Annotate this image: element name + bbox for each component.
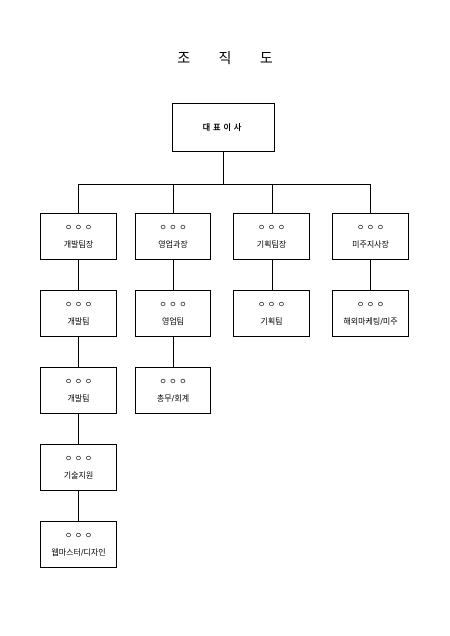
box-label: 기획팀 [260, 317, 283, 326]
name-placeholder-circles: ㅇ ㅇ ㅇ [159, 223, 187, 232]
box-label: 미주지사장 [352, 240, 389, 249]
title-char-3: 도 [259, 51, 273, 67]
name-placeholder-circles: ㅇ ㅇ ㅇ [64, 454, 93, 463]
chart-title: 조 직 도 [0, 48, 450, 68]
box-sales-manager: ㅇ ㅇ ㅇ 영업과장 [135, 213, 211, 260]
name-placeholder-circles: ㅇ ㅇ ㅇ [257, 223, 286, 232]
box-tech-support: ㅇ ㅇ ㅇ 기술지원 [40, 444, 117, 491]
box-label: 영업팀 [161, 317, 185, 326]
name-placeholder-circles: ㅇ ㅇ ㅇ [159, 377, 187, 386]
box-us-branch-head: ㅇ ㅇ ㅇ 미주지사장 [332, 213, 409, 260]
ceo-box: 대표이사 [172, 103, 275, 152]
box-planning-team: ㅇ ㅇ ㅇ 기획팀 [233, 290, 310, 337]
name-placeholder-circles: ㅇ ㅇ ㅇ [64, 531, 93, 540]
box-label: 영업과장 [158, 240, 188, 249]
box-admin-accounting: ㅇ ㅇ ㅇ 총무/회계 [135, 367, 211, 414]
name-placeholder-circles: ㅇ ㅇ ㅇ [64, 377, 93, 386]
box-label: 개발팀 [67, 394, 90, 403]
name-placeholder-circles: ㅇ ㅇ ㅇ [257, 300, 286, 309]
title-char-2: 직 [218, 51, 232, 67]
connector-horizontal-bus [78, 184, 370, 185]
connector-col1-2 [78, 337, 79, 367]
box-sales-team: ㅇ ㅇ ㅇ 영업팀 [135, 290, 211, 337]
name-placeholder-circles: ㅇ ㅇ ㅇ [64, 223, 93, 232]
connector-col1-3 [78, 414, 79, 444]
box-label: 기획팀장 [256, 240, 287, 249]
connector-col3-top [272, 184, 273, 213]
box-label: 개발팀장 [63, 240, 94, 249]
connector-col4-1 [370, 260, 371, 290]
connector-ceo-down [223, 152, 224, 184]
connector-col2-top [173, 184, 174, 213]
box-label: 해외마케팅/미주 [343, 317, 398, 326]
connector-col2-2 [173, 337, 174, 367]
name-placeholder-circles: ㅇ ㅇ ㅇ [64, 300, 93, 309]
connector-col1-4 [78, 491, 79, 521]
box-label: 개발팀 [67, 317, 90, 326]
box-label: 기술지원 [63, 471, 94, 480]
connector-col1-1 [78, 260, 79, 290]
ceo-label: 대표이사 [202, 122, 245, 132]
box-dev-team-1: ㅇ ㅇ ㅇ 개발팀 [40, 290, 117, 337]
box-label: 웹마스터/디자인 [51, 548, 106, 557]
box-webmaster-design: ㅇ ㅇ ㅇ 웹마스터/디자인 [40, 521, 117, 568]
box-label: 총무/회계 [156, 394, 190, 403]
name-placeholder-circles: ㅇ ㅇ ㅇ [159, 300, 187, 309]
name-placeholder-circles: ㅇ ㅇ ㅇ [356, 223, 385, 232]
connector-col1-top [78, 184, 79, 213]
connector-col4-top [370, 184, 371, 213]
connector-col2-1 [173, 260, 174, 290]
box-dev-lead: ㅇ ㅇ ㅇ 개발팀장 [40, 213, 117, 260]
box-overseas-marketing: ㅇ ㅇ ㅇ 해외마케팅/미주 [332, 290, 409, 337]
box-dev-team-2: ㅇ ㅇ ㅇ 개발팀 [40, 367, 117, 414]
name-placeholder-circles: ㅇ ㅇ ㅇ [356, 300, 385, 309]
title-char-1: 조 [177, 51, 191, 67]
box-planning-lead: ㅇ ㅇ ㅇ 기획팀장 [233, 213, 310, 260]
connector-col3-1 [272, 260, 273, 290]
